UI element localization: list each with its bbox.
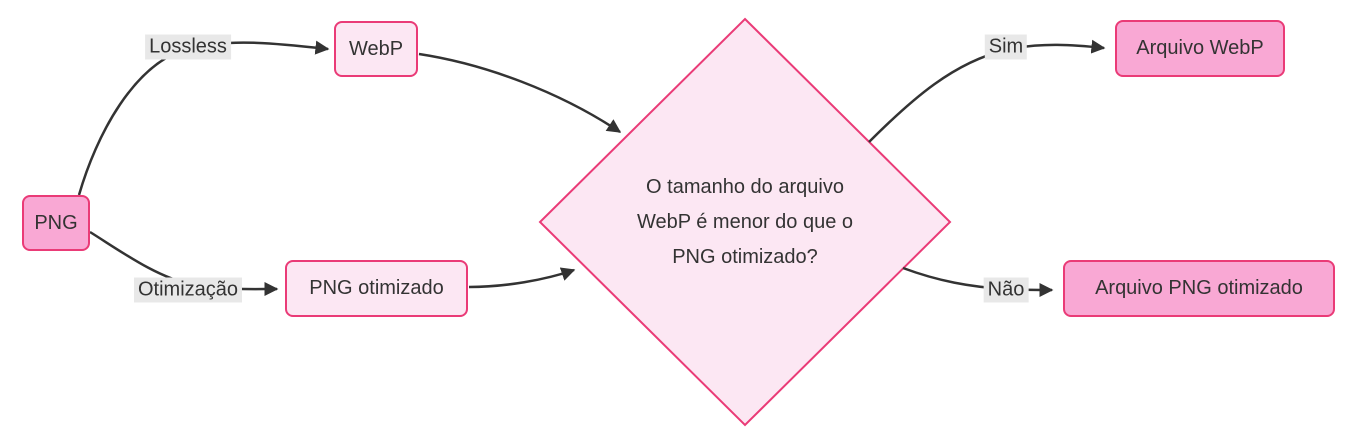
node-png-otimizado-label: PNG otimizado (309, 277, 444, 299)
edge-label-otimizacao: Otimização (133, 277, 243, 303)
edge-webp-to-decision (418, 52, 622, 134)
node-arquivo-webp-label: Arquivo WebP (1136, 37, 1264, 59)
edge-label-sim: Sim (984, 34, 1028, 60)
edge-decision-to-arquivo-png-otimizado (902, 266, 1054, 297)
node-png-label: PNG (34, 211, 78, 234)
node-webp: WebP (334, 21, 418, 77)
node-arquivo-webp: Arquivo WebP (1115, 20, 1285, 77)
edge-label-lossless: Lossless (145, 34, 231, 60)
edge-label-nao: Não (983, 277, 1029, 303)
edge-png-to-webp (77, 40, 330, 196)
decision-label-line-3: PNG otimizado? (672, 246, 818, 268)
edge-png-otimizado-to-decision (468, 267, 576, 289)
node-webp-label: WebP (348, 37, 404, 60)
node-png: PNG (22, 195, 90, 251)
node-png-otimizado: PNG otimizado (285, 260, 468, 317)
decision-diamond-shape (538, 17, 952, 427)
decision-label-line-1: O tamanho do arquivo (646, 176, 844, 198)
node-arquivo-png-otimizado-label: Arquivo PNG otimizado (1095, 277, 1303, 299)
node-arquivo-png-otimizado: Arquivo PNG otimizado (1063, 260, 1335, 317)
decision-label-line-2: WebP é menor do que o (636, 211, 854, 233)
node-decision-label: O tamanho do arquivo WebP é menor do que… (595, 170, 895, 275)
